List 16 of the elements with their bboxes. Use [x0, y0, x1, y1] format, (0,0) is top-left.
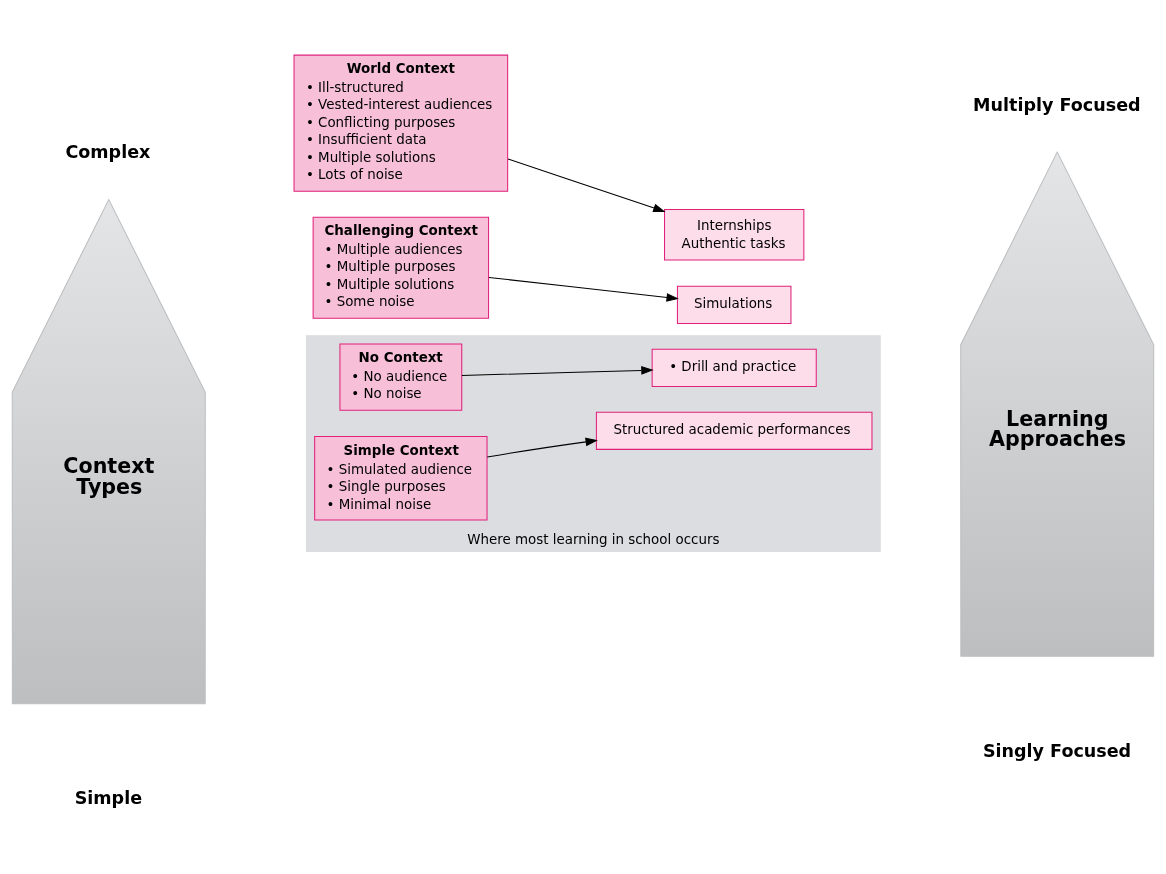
node-box: Structured academic performances: [595, 411, 873, 450]
node-box: Simple Context • Simulated audience • Single purposes • Minimal noise: [314, 435, 488, 521]
node-box: Challenging Context • Multiple audiences • Multiple purposes • Multiple solutions • Some noise: [312, 216, 490, 319]
arrow: [507, 157, 666, 212]
label: Singly Focused: [982, 740, 1132, 761]
label: Simple: [74, 787, 143, 808]
node-box: No Context • No audience • No noise: [339, 343, 463, 411]
node-box: World Context • Ill-structured • Vested-interest audiences • Conflicting purposes • Insufficient data • Multiple solutions • Lots of noise: [293, 54, 509, 192]
node-box: Internships Authentic tasks: [664, 208, 805, 260]
node-box: • Drill and practice: [651, 348, 817, 387]
arrow: [486, 437, 598, 458]
label: Complex: [65, 141, 151, 162]
node-box: Simulations: [676, 285, 792, 324]
label: Multiply Focused: [973, 94, 1141, 115]
arrow: [488, 276, 679, 302]
arrow: [461, 365, 654, 376]
